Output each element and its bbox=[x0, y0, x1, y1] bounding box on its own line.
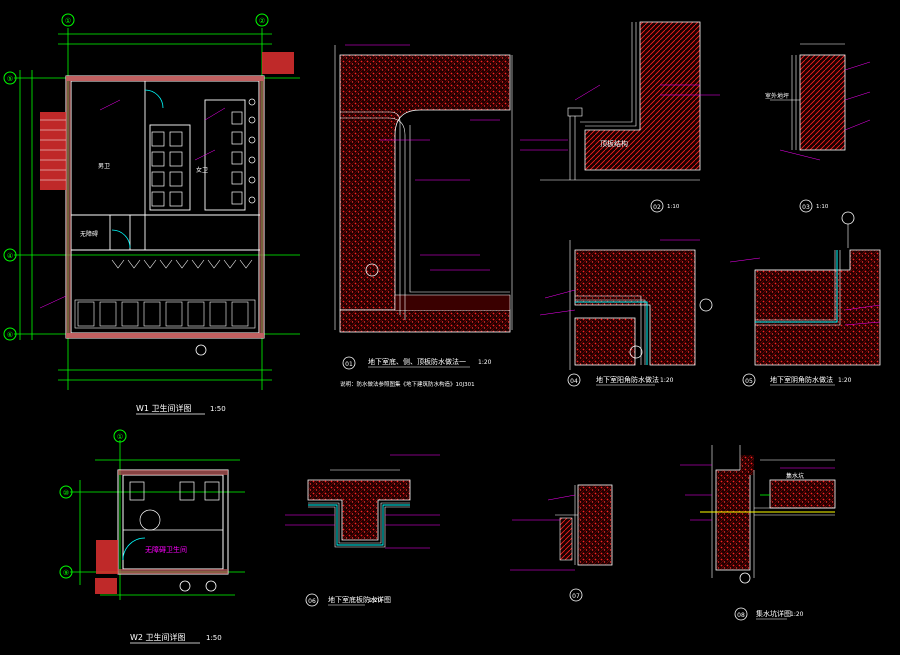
room-label: 女卫 bbox=[196, 166, 208, 174]
detail-04: 04 地下室阳角防水做法 1:20 bbox=[539, 239, 713, 387]
detail-title: 集水坑详图 bbox=[756, 609, 791, 618]
plan-w2-scale: 1:50 bbox=[206, 634, 222, 642]
detail-number: 02 bbox=[653, 204, 661, 211]
detail-text: 室外地坪 bbox=[765, 92, 789, 100]
detail-08: 集水坑 08 集水坑详图 1:20 bbox=[680, 445, 836, 621]
detail-07: 07 bbox=[510, 484, 613, 602]
axis-label: ② bbox=[259, 17, 265, 25]
detail-scale: 1:20 bbox=[838, 377, 852, 384]
detail-01: 01 地下室底、侧、顶板防水做法一 1:20 说明：防水做法参照图集《地下建筑防… bbox=[334, 44, 513, 388]
detail-number: 07 bbox=[572, 593, 580, 600]
detail-note: 说明：防水做法参照图集《地下建筑防水构造》10J301 bbox=[340, 380, 475, 388]
detail-scale: 1:10 bbox=[667, 204, 680, 210]
detail-number: 05 bbox=[745, 378, 753, 385]
plan-w1-walls bbox=[65, 75, 265, 339]
detail-text: 集水坑 bbox=[786, 472, 804, 480]
detail-title: 地下室阴角防水做法 bbox=[770, 375, 833, 384]
plan-w2-title: W2 卫生间详图 bbox=[130, 632, 186, 642]
axis-label: ④ bbox=[7, 252, 13, 260]
plan-w1: ① ② ⑤ ④ ⑥ bbox=[3, 13, 300, 415]
detail-scale: 1:20 bbox=[660, 377, 674, 384]
detail-text: 顶板结构 bbox=[600, 139, 628, 148]
detail-02: 顶板结构 02 1:10 bbox=[520, 21, 720, 213]
axis-label: ① bbox=[65, 17, 71, 25]
detail-title: 地下室阳角防水做法 bbox=[596, 375, 659, 384]
detail-scale: 1:20 bbox=[790, 611, 804, 618]
detail-number: 08 bbox=[737, 612, 745, 619]
detail-number: 06 bbox=[308, 598, 316, 605]
axis-label: ⑩ bbox=[63, 489, 69, 497]
axis-label: ⑨ bbox=[63, 569, 69, 577]
detail-number: 03 bbox=[802, 204, 810, 211]
detail-number: 01 bbox=[345, 361, 353, 368]
detail-scale: 1:20 bbox=[368, 597, 382, 604]
detail-scale: 1:20 bbox=[478, 359, 492, 366]
axis-label: ⑥ bbox=[7, 331, 13, 339]
detail-number: 04 bbox=[570, 378, 578, 385]
detail-05: 05 地下室阴角防水做法 1:20 bbox=[729, 211, 881, 387]
room-label: 男卫 bbox=[98, 163, 110, 170]
axis-label: ⑤ bbox=[7, 75, 13, 83]
plan-w2: ① ⑩ ⑨ 无障碍卫生间 W2 卫生间详图 1:50 bbox=[59, 429, 245, 644]
detail-title: 地下室底板防水详图 bbox=[328, 595, 391, 604]
detail-03: 室外地坪 03 1:10 bbox=[765, 43, 871, 213]
room-label: 无障碍卫生间 bbox=[145, 545, 187, 554]
detail-scale: 1:10 bbox=[816, 204, 829, 210]
plan-w1-fixtures bbox=[151, 98, 256, 207]
detail-title: 地下室底、侧、顶板防水做法一 bbox=[368, 357, 466, 366]
axis-label: ① bbox=[117, 433, 123, 441]
detail-06: 06 地下室底板防水详图 1:20 bbox=[285, 454, 440, 607]
plan-w1-title: W1 卫生间详图 bbox=[136, 403, 192, 413]
plan-w1-scale: 1:50 bbox=[210, 405, 226, 413]
room-label: 无障碍 bbox=[80, 230, 98, 238]
